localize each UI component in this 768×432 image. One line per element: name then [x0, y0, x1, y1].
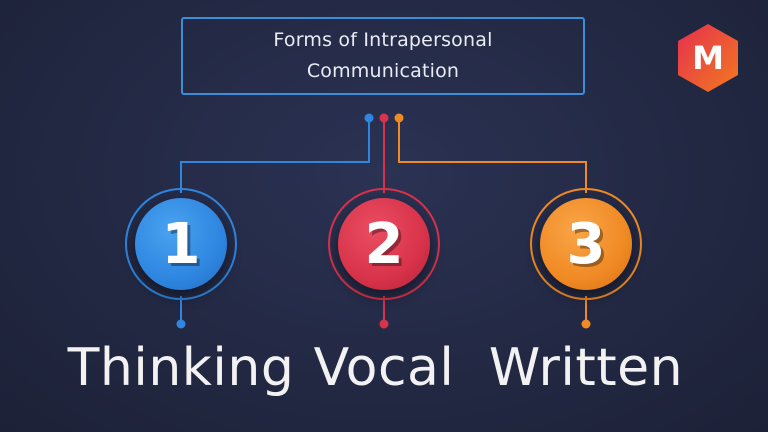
connector-dot-orange — [394, 113, 404, 123]
connector-dot-blue — [364, 113, 374, 123]
connector-orange — [398, 118, 587, 193]
logo-letter: M — [692, 39, 724, 77]
label-vocal: Vocal — [313, 338, 455, 398]
number-disc-1: 1 — [135, 198, 227, 290]
number-3: 3 — [566, 211, 606, 277]
title-line-2: Communication — [306, 60, 460, 82]
number-1: 1 — [161, 211, 201, 277]
ring-orange — [530, 188, 642, 300]
ring-red — [328, 188, 440, 300]
number-2: 2 — [364, 211, 404, 277]
label-written: Written — [488, 338, 684, 398]
hexagon-logo-icon — [678, 24, 738, 92]
stem-dot-red — [379, 319, 389, 329]
number-disc-3: 3 — [540, 198, 632, 290]
title-line-1: Forms of Intrapersonal — [273, 29, 493, 51]
ring-blue — [125, 188, 237, 300]
stem-dot-orange — [581, 319, 591, 329]
connector-dot-red — [379, 113, 389, 123]
stem-dot-blue — [176, 319, 186, 329]
title-box: Forms of Intrapersonal Communication — [181, 17, 585, 95]
number-disc-2: 2 — [338, 198, 430, 290]
label-thinking: Thinking — [67, 338, 295, 398]
connector-blue — [180, 118, 370, 193]
